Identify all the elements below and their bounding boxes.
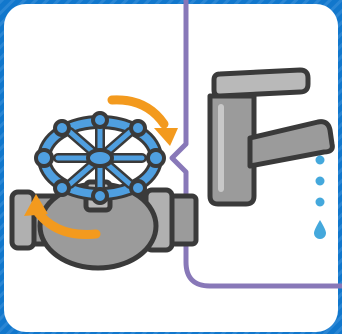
white-panel	[4, 4, 338, 332]
valve-wheel-icon	[36, 113, 164, 203]
